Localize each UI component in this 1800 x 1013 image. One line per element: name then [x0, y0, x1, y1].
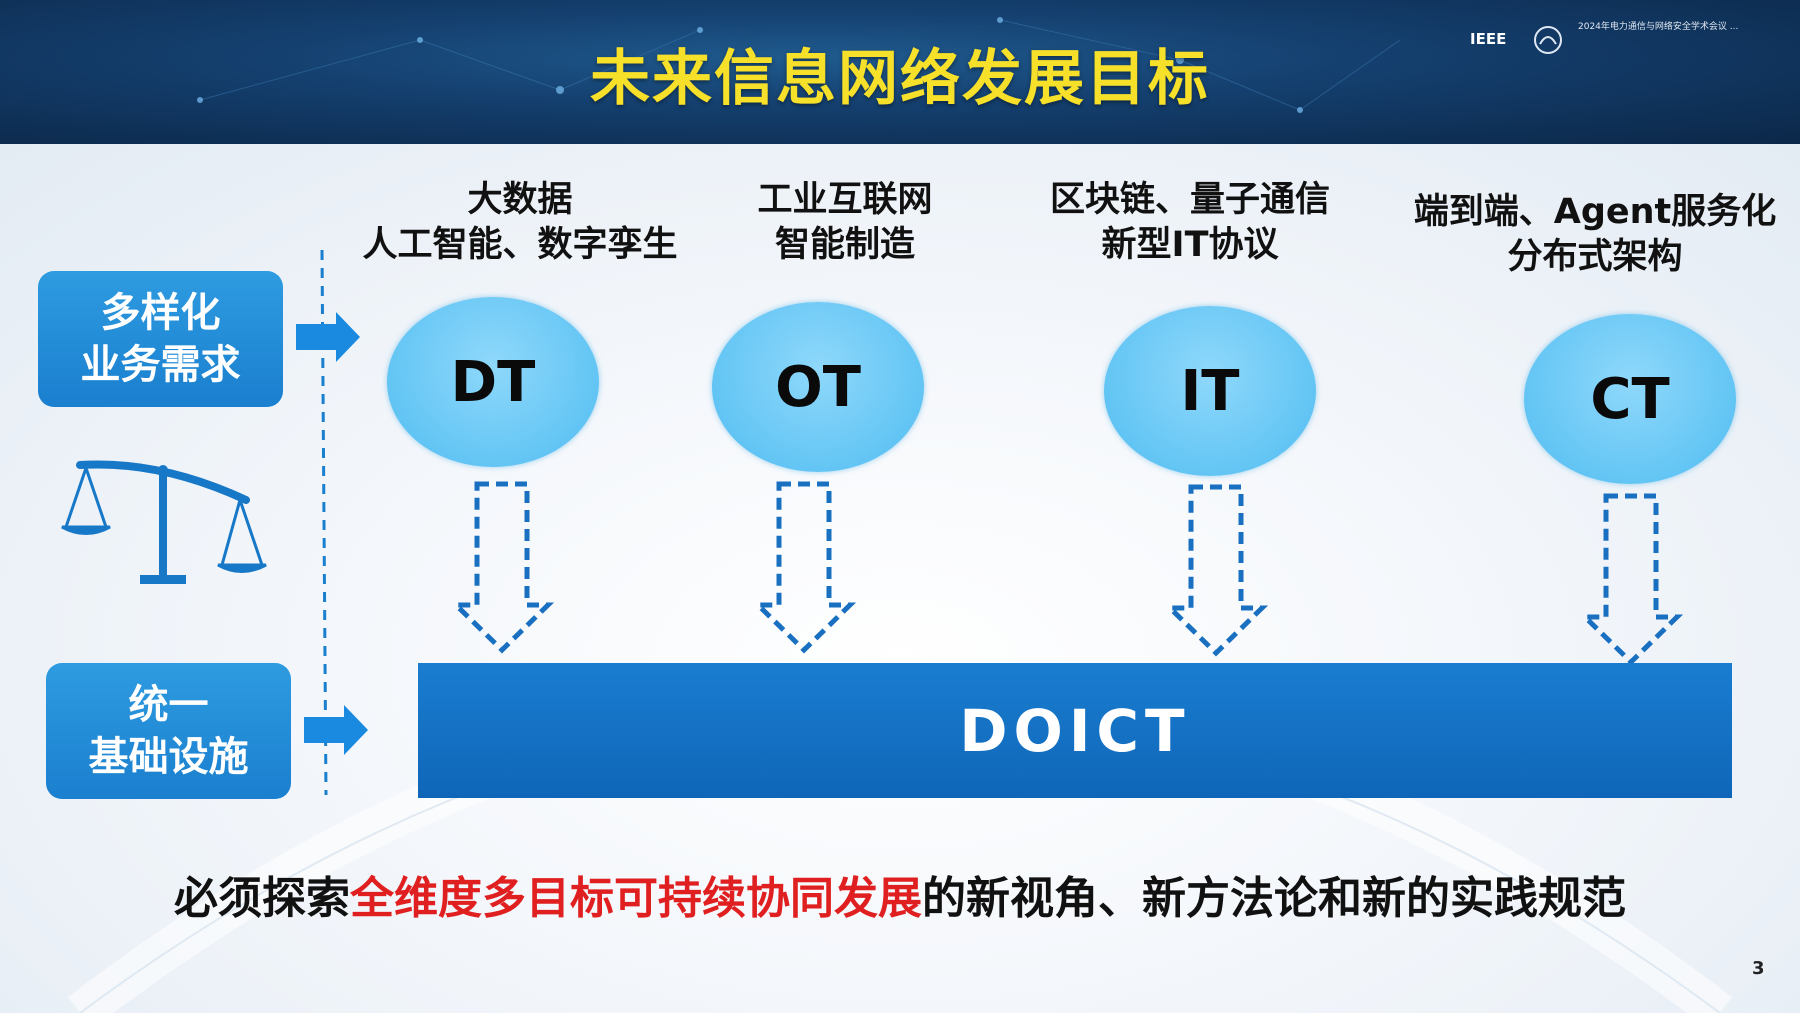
unified-infra-line2: 基础设施	[88, 734, 249, 780]
ct-label-line1: 端到端、Agent服务化	[1413, 192, 1777, 232]
ct-bubble: CT	[1524, 314, 1736, 484]
doict-bar: DOICT	[418, 663, 1732, 798]
ct-label-line2: 分布式架构	[1507, 237, 1683, 277]
ot-label-line1: 工业互联网	[757, 180, 933, 220]
statement-prefix: 必须探索	[174, 873, 350, 924]
dt-label: 大数据 人工智能、数字孪生	[340, 178, 700, 268]
it-bubble: IT	[1104, 306, 1316, 476]
demand-arrow-icon	[296, 312, 360, 362]
it-label-line1: 区块链、量子通信	[1049, 180, 1330, 220]
ieee-logo: IEEE	[1470, 30, 1507, 48]
dt-bubble: DT	[387, 297, 599, 467]
unified-infra-line1: 统一	[128, 682, 209, 728]
page-title: 未来信息网络发展目标	[590, 44, 1210, 114]
diverse-demand-line2: 业务需求	[80, 342, 241, 388]
infra-arrow-icon	[304, 705, 368, 755]
ct-label: 端到端、Agent服务化 分布式架构	[1395, 190, 1795, 280]
conference-logo-icon	[1534, 26, 1562, 54]
header-network-pattern	[197, 17, 1401, 113]
header-logos: IEEE 2024年电力通信与网络安全学术会议 ...	[1470, 18, 1780, 78]
dt-label-line2: 人工智能、数字孪生	[362, 225, 678, 265]
bottom-statement: 必须探索全维度多目标可持续协同发展的新视角、新方法论和新的实践规范	[0, 862, 1800, 926]
diverse-demand-box: 多样化 业务需求	[38, 271, 283, 407]
dt-label-line1: 大数据	[467, 180, 573, 220]
diverse-demand-line1: 多样化	[100, 290, 221, 336]
it-label: 区块链、量子通信 新型IT协议	[1025, 178, 1355, 268]
header-banner: 未来信息网络发展目标 IEEE 2024年电力通信与网络安全学术会议 ...	[0, 0, 1800, 144]
down-arrow-dt-icon	[449, 481, 555, 654]
down-arrow-ot-icon	[751, 481, 857, 654]
conference-name: 2024年电力通信与网络安全学术会议 ...	[1578, 22, 1739, 32]
ot-label-line2: 智能制造	[774, 225, 915, 265]
balance-scale-icon	[61, 460, 267, 584]
down-arrow-it-icon	[1163, 484, 1269, 657]
statement-highlight: 全维度多目标可持续协同发展	[350, 873, 922, 924]
statement-suffix: 的新视角、新方法论和新的实践规范	[922, 873, 1626, 924]
ot-bubble: OT	[712, 302, 924, 472]
unified-infra-box: 统一 基础设施	[46, 663, 291, 799]
page-number: 3	[1752, 958, 1765, 979]
down-arrow-ct-icon	[1578, 493, 1684, 666]
ot-label: 工业互联网 智能制造	[695, 178, 995, 268]
it-label-line2: 新型IT协议	[1101, 225, 1279, 265]
